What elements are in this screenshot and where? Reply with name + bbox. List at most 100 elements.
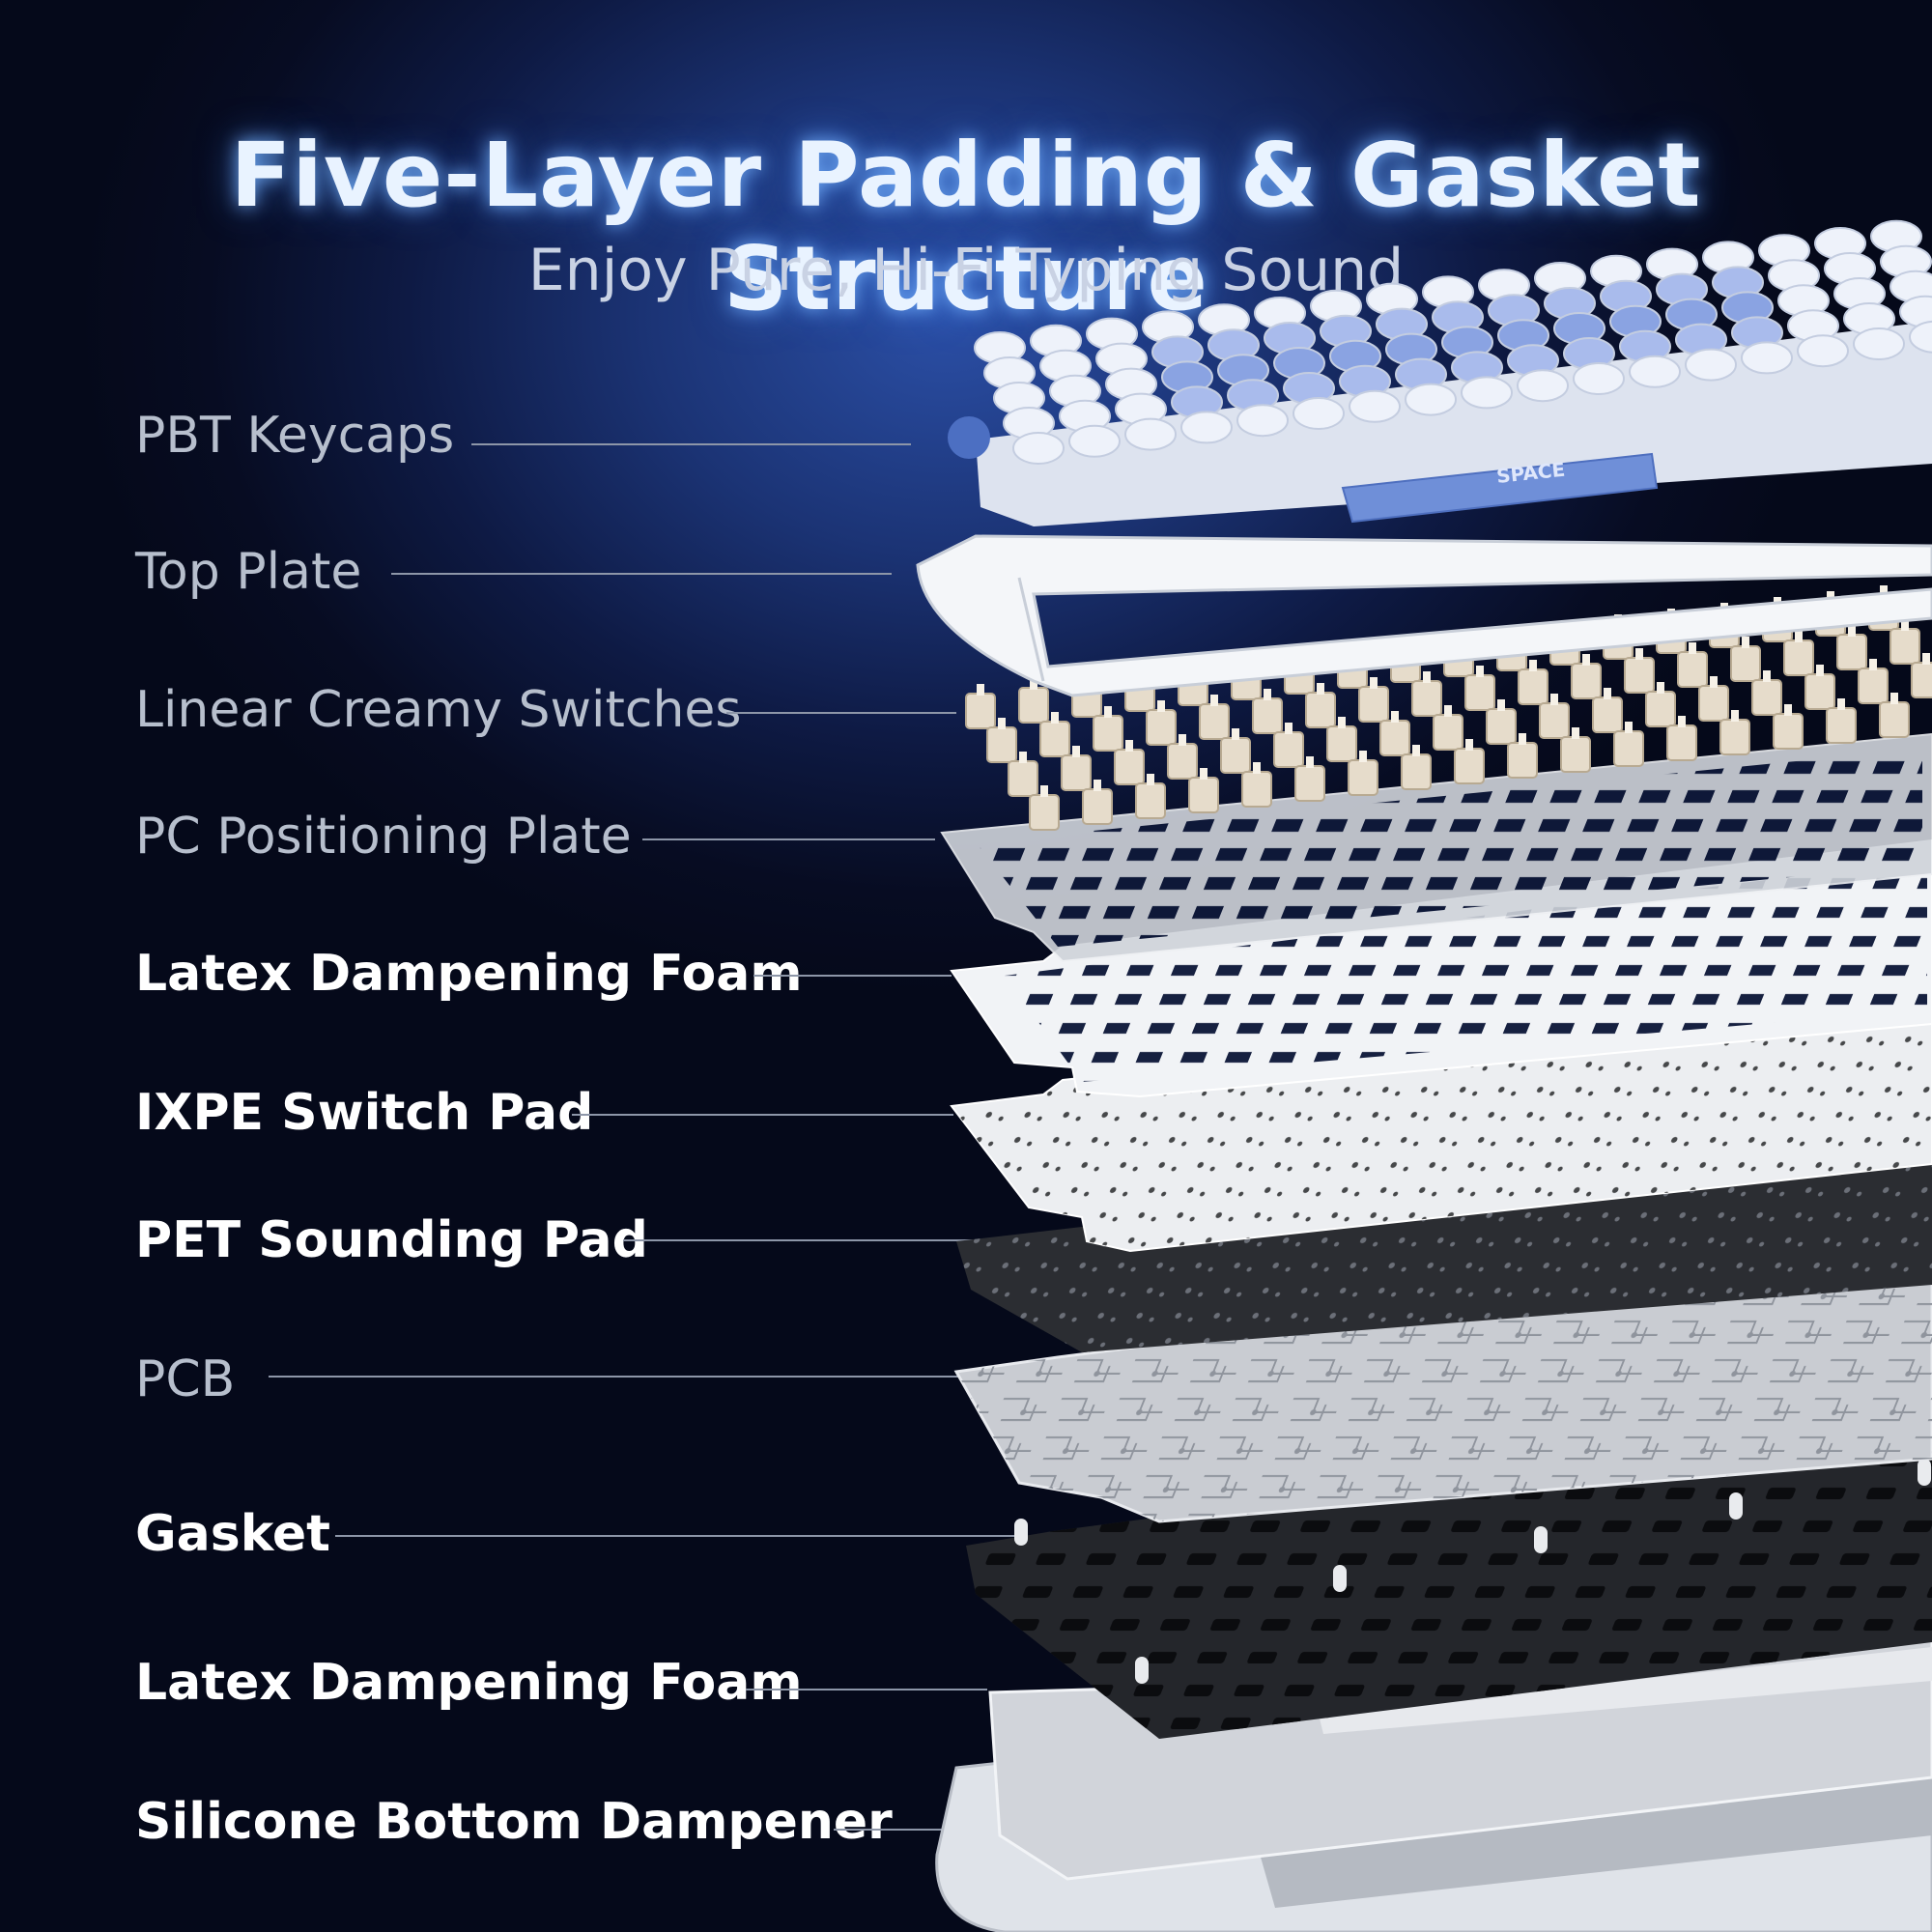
switch <box>1252 697 1283 734</box>
switch-stem <box>1848 625 1856 637</box>
switch-stem <box>1519 733 1526 745</box>
switch <box>1273 731 1304 768</box>
switch <box>1379 720 1410 756</box>
switch <box>1592 696 1623 733</box>
switch <box>1571 663 1602 699</box>
switch-stem <box>1338 717 1346 728</box>
switch-stem <box>1051 712 1059 724</box>
switch <box>1401 753 1432 790</box>
switch-stem <box>1890 693 1898 704</box>
label-silicone-bottom-dampener: Silicone Bottom Dampener <box>135 1793 893 1851</box>
switch-stem <box>1019 752 1027 763</box>
switch <box>1560 736 1591 773</box>
switch <box>1773 713 1804 750</box>
label-top-plate: Top Plate <box>135 543 362 601</box>
label-pc-positioning-plate: PC Positioning Plate <box>135 808 632 866</box>
switch-stem <box>1497 699 1505 711</box>
label-pet-sounding-pad: PET Sounding Pad <box>135 1211 648 1269</box>
switch-stem <box>1572 727 1579 739</box>
switch-grid <box>965 585 1932 831</box>
switch-stem <box>998 718 1006 729</box>
switch <box>1018 687 1049 724</box>
switch <box>1539 702 1570 739</box>
switch-stem <box>1210 695 1218 706</box>
switch-stem <box>1922 653 1930 665</box>
switch-stem <box>1582 654 1590 666</box>
switch <box>1199 703 1230 740</box>
switch <box>1677 651 1708 688</box>
switch-stem <box>1550 694 1558 705</box>
switch-stem <box>1094 780 1101 791</box>
top-plate-frame <box>916 534 1932 697</box>
page-title: Five-Layer Padding & Gasket Structure <box>230 124 1702 330</box>
keycap <box>1909 320 1932 354</box>
leader-line-pcb <box>269 1376 959 1378</box>
switch-stem <box>1370 677 1378 689</box>
switch <box>1719 719 1750 755</box>
switch <box>1783 639 1814 676</box>
switch <box>1518 668 1548 705</box>
switch <box>1135 782 1166 819</box>
keycap <box>1405 383 1457 416</box>
switch-stem <box>1391 711 1399 723</box>
label-ixpe-switch-pad: IXPE Switch Pad <box>135 1084 594 1142</box>
switch <box>1666 724 1697 761</box>
switch-stem <box>1837 698 1845 710</box>
page-subtitle: Enjoy Pure, Hi-Fi Typing Sound <box>527 237 1405 304</box>
switch-stem <box>1359 751 1367 762</box>
switch <box>965 693 996 729</box>
switch <box>1093 715 1123 752</box>
switch-stem <box>1317 683 1324 695</box>
switch-stem <box>1635 648 1643 660</box>
switch <box>1879 701 1910 738</box>
switch-stem <box>1689 642 1696 654</box>
leader-line-ixpe <box>572 1114 953 1116</box>
switch <box>1751 679 1782 716</box>
leader-line-switches <box>726 712 956 714</box>
switch <box>1486 708 1517 745</box>
switch-stem <box>1423 671 1431 683</box>
switch-stem <box>1200 768 1208 780</box>
keycap <box>1180 411 1233 444</box>
switch <box>1114 749 1145 785</box>
switch-stem <box>1030 678 1037 690</box>
switch <box>1836 634 1867 670</box>
switch <box>1624 657 1655 694</box>
leader-line-pbt-keycaps <box>471 443 911 445</box>
switch <box>1889 628 1920 665</box>
switch <box>1294 765 1325 802</box>
keycap <box>1012 432 1065 465</box>
switch-stem <box>1731 710 1739 722</box>
keycap <box>1236 404 1289 438</box>
switch <box>1507 742 1538 779</box>
leader-line-top-plate <box>391 573 892 575</box>
switch-stem <box>1264 689 1271 700</box>
ixpe-switch-pad <box>950 983 1932 1253</box>
switch <box>1911 662 1932 698</box>
top-foam-layer <box>950 838 1932 1098</box>
switch-stem <box>1179 734 1186 746</box>
switch-stem <box>1880 585 1888 597</box>
switch-stem <box>1657 682 1664 694</box>
switch-stem <box>1104 706 1112 718</box>
switch <box>1188 777 1219 813</box>
keycap <box>1573 362 1625 395</box>
switch-stem <box>1476 666 1484 677</box>
switch <box>1730 645 1761 682</box>
switch <box>1061 754 1092 791</box>
keycap <box>1461 376 1513 410</box>
switch <box>1348 759 1378 796</box>
switch-stem <box>1604 688 1611 699</box>
switch-stem <box>1285 723 1293 734</box>
leader-line-pet <box>623 1239 980 1241</box>
switch-stem <box>1678 716 1686 727</box>
gasket-layer <box>966 1415 1932 1739</box>
switch-stem <box>1795 631 1803 642</box>
switch-stem <box>1444 705 1452 717</box>
label-latex-dampening-foam-top: Latex Dampening Foam <box>135 945 803 1003</box>
switch <box>1698 685 1729 722</box>
knob-keycap <box>948 416 990 459</box>
switch <box>1826 707 1857 744</box>
label-latex-dampening-foam-bottom: Latex Dampening Foam <box>135 1654 803 1712</box>
switch-stem <box>1040 785 1048 797</box>
